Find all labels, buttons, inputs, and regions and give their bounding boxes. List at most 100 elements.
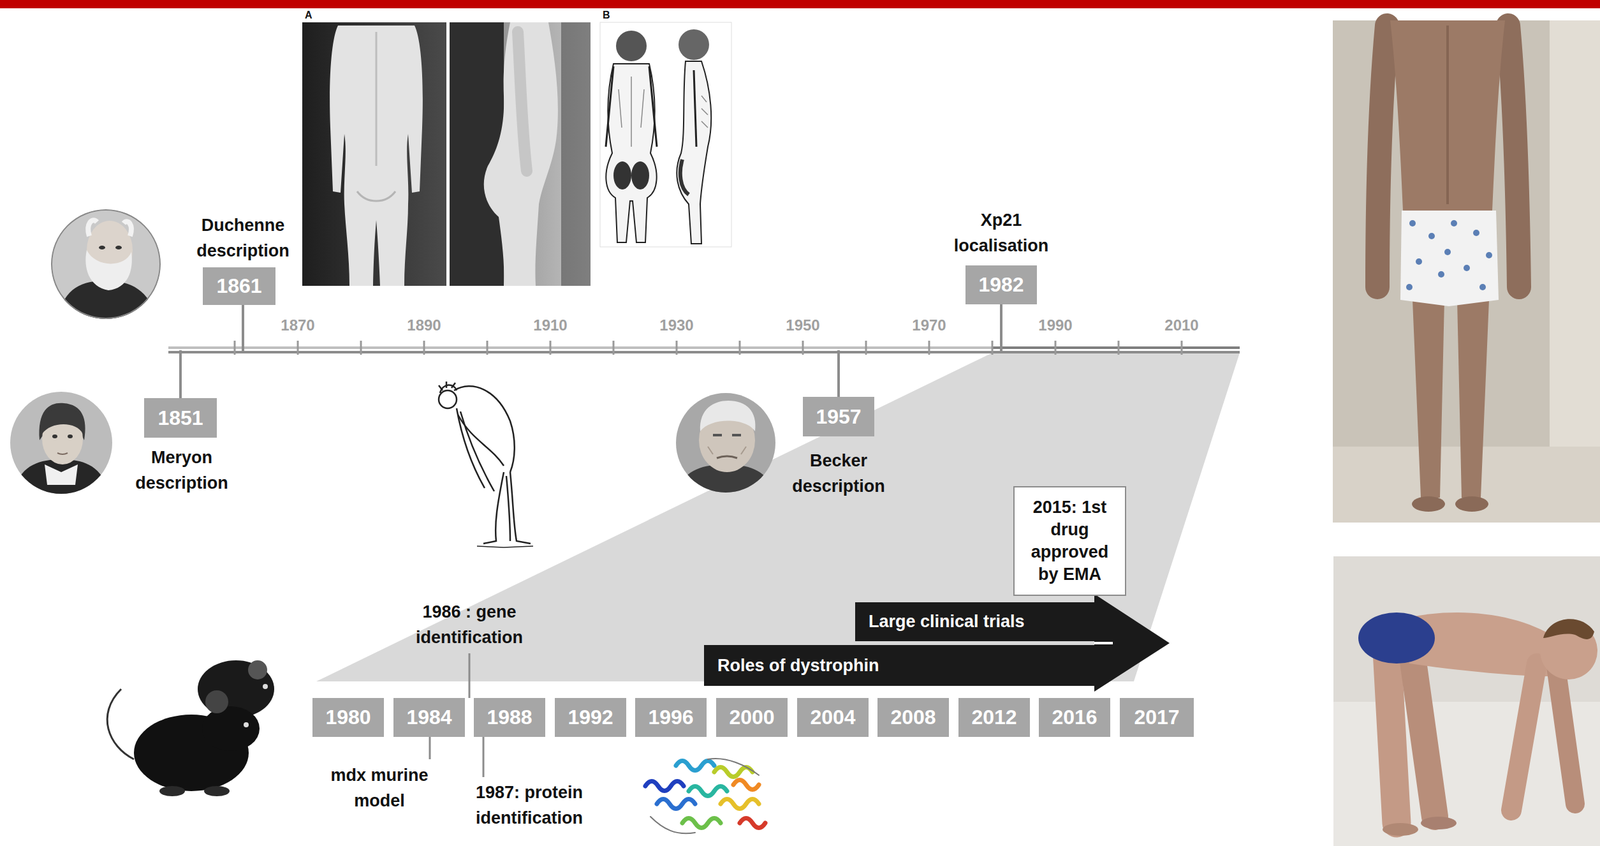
- mdx-mice-part: [107, 688, 134, 759]
- time-axis-part-part: [234, 340, 236, 355]
- time-axis-part-part: [549, 340, 552, 355]
- axis-year: 1870: [265, 316, 330, 335]
- portrait-becker-part: [675, 392, 776, 493]
- time-axis-part-part: [928, 340, 931, 355]
- axis-year: 1930: [644, 316, 709, 335]
- year-box-text: 1982: [978, 272, 1024, 297]
- year-box: 2017: [1119, 697, 1194, 737]
- time-axis-part-part: [739, 340, 742, 355]
- mdx-mice: [107, 660, 275, 796]
- gowers-sketch-part: [438, 381, 457, 393]
- year-box: 1851: [144, 397, 217, 438]
- patient-photo-walking-part-part: [1463, 264, 1470, 272]
- year-box: 1996: [635, 697, 707, 737]
- mdx-mice-part: [205, 689, 229, 713]
- axis-year: 1890: [392, 316, 456, 335]
- leader-line-part: [482, 736, 485, 777]
- event-stem-part: [837, 350, 840, 397]
- drawing-b-part: [693, 70, 697, 147]
- patient-photo-gowers-part: [1412, 656, 1435, 817]
- text-group: 1861: [216, 273, 262, 298]
- event-stem-part: [179, 350, 182, 398]
- time-axis-part-part: [865, 340, 868, 355]
- year-box: 2016: [1038, 697, 1111, 737]
- portrait-becker-part: [700, 400, 756, 432]
- dystrophin-structure-part: [739, 818, 766, 828]
- year-box: 1980: [312, 697, 384, 737]
- text-group: Large clinical trials: [868, 610, 1025, 632]
- year-box: 2008: [877, 697, 949, 737]
- patient-photo-walking-part-part: [1438, 271, 1445, 278]
- event-label: 1987: protein identification: [475, 779, 597, 831]
- patient-photo-gowers-part: [1333, 556, 1600, 846]
- year-box: 1982: [965, 265, 1037, 305]
- portrait-meryon-part: [12, 459, 110, 494]
- patient-photo-walking-part-part: [1415, 258, 1423, 265]
- year-box: 1984: [393, 697, 465, 737]
- year-box: 2004: [797, 697, 869, 737]
- patient-photo-walking-part-part: [1450, 220, 1458, 227]
- time-axis-part-part: [1181, 340, 1183, 355]
- portrait-duchenne-part: [115, 245, 122, 250]
- text-group: 1984: [406, 704, 452, 729]
- time-axis-part-part: [297, 340, 300, 355]
- arrow-bar-text: Roles of dystrophin: [717, 654, 880, 676]
- axis-year: 1910: [518, 316, 583, 335]
- drawing-b-part: [613, 161, 632, 190]
- gowers-sketch-part: [460, 411, 495, 492]
- drawing-b-part: [618, 76, 645, 147]
- event-label: mdx murine model: [315, 762, 444, 814]
- patient-photo-walking-part: [1508, 25, 1520, 287]
- text-group: 2000: [728, 704, 775, 729]
- text-group: 1982: [978, 272, 1024, 297]
- mdx-mice-part: [262, 683, 268, 689]
- patient-photo-gowers-part: [1555, 666, 1576, 804]
- dystrophin-structure-part: [682, 818, 721, 828]
- text-group: 1988: [486, 704, 532, 729]
- text-group: 2008: [890, 704, 936, 729]
- photo-a-part: [329, 25, 423, 286]
- portrait-becker-part: [707, 446, 747, 455]
- arrow-bar: Roles of dystrophin: [704, 644, 1096, 686]
- gowers-sketch-part: [510, 471, 531, 544]
- photo-a-part: [517, 31, 527, 171]
- gowers-sketch-part: [477, 545, 534, 548]
- patient-photo-gowers-part: [1382, 822, 1419, 836]
- gowers-sketch: [438, 381, 534, 548]
- event-label: Becker description: [777, 448, 900, 500]
- year-box-text: 1851: [157, 405, 203, 430]
- event-label: Meryon description: [121, 445, 243, 497]
- year-box-text: 1992: [567, 704, 613, 729]
- axis-year: 1970: [897, 316, 962, 335]
- patient-photo-walking-part: [1411, 496, 1446, 512]
- portrait-duchenne-part: [88, 220, 132, 236]
- arrow-bar-text: Large clinical trials: [868, 610, 1025, 632]
- text-group: 1992: [567, 704, 613, 729]
- mdx-mice-part: [243, 721, 249, 727]
- time-axis-part-part: [675, 340, 678, 355]
- time-axis-part-part: [612, 340, 615, 355]
- text-group: 2012: [971, 704, 1017, 729]
- event-label: Xp21 localisation: [940, 207, 1062, 259]
- photo-a-part: [484, 22, 558, 286]
- patient-photo-walking-part: [1455, 496, 1489, 512]
- year-box-text: 2017: [1133, 704, 1180, 729]
- mdx-mice-part: [204, 785, 230, 796]
- year-box-text: 1980: [325, 704, 371, 729]
- patient-photo-walking-part-part: [1406, 283, 1413, 291]
- portrait-meryon-part: [44, 464, 78, 485]
- drawing-b-part: [616, 30, 647, 62]
- mdx-mice-part: [202, 705, 260, 751]
- year-box-text: 2004: [809, 704, 856, 729]
- portrait-duchenne-part: [51, 209, 161, 319]
- text-group: 2004: [809, 704, 856, 729]
- dystrophin-structure-part: [714, 767, 753, 777]
- portrait-meryon-part: [52, 434, 58, 439]
- patient-photo-gowers-part: [1543, 618, 1595, 639]
- photo-a-part: [375, 31, 378, 166]
- patient-photo-gowers-part: [1420, 816, 1457, 830]
- year-box: 2000: [716, 697, 788, 737]
- milestone-box-text: 2015: 1st drug approved by EMA: [1022, 496, 1118, 586]
- time-axis-part-part: [991, 340, 994, 355]
- year-box-text: 1984: [406, 704, 452, 729]
